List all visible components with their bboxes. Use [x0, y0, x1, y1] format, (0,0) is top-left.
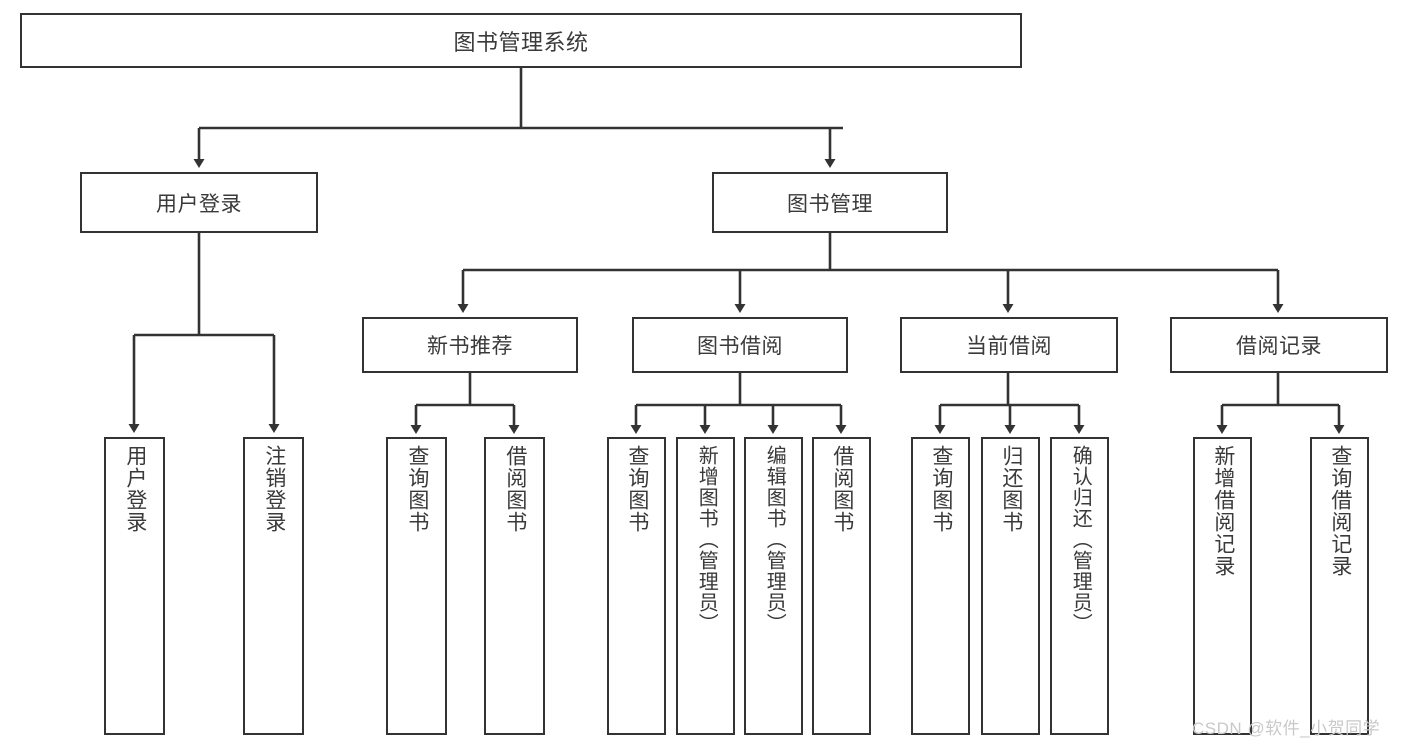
- node-borrow-records[interactable]: 借阅记录: [1170, 317, 1388, 373]
- leaf-label: 注销登录: [262, 445, 286, 533]
- node-new-book-recommend[interactable]: 新书推荐: [362, 317, 578, 373]
- leaf-logout[interactable]: 注销登录: [243, 437, 304, 735]
- leaf-label: 查询借阅记录: [1328, 445, 1352, 577]
- leaf-borrow-book[interactable]: 借阅图书: [812, 437, 871, 735]
- leaf-label: 归还图书: [999, 445, 1023, 533]
- leaf-confirm-return-admin[interactable]: 确认归还（管理员）: [1050, 437, 1109, 735]
- leaf-borrow-book-newbook[interactable]: 借阅图书: [484, 437, 545, 735]
- leaf-user-login[interactable]: 用户登录: [104, 437, 165, 735]
- node-book-management[interactable]: 图书管理: [712, 172, 948, 233]
- leaf-label: 借阅图书: [503, 445, 527, 533]
- node-user-login[interactable]: 用户登录: [80, 172, 318, 233]
- leaf-label: 新增借阅记录: [1211, 445, 1235, 577]
- leaf-query-book-current[interactable]: 查询图书: [911, 437, 970, 735]
- leaf-label: 借阅图书: [830, 445, 854, 533]
- leaf-add-book-admin[interactable]: 新增图书（管理员）: [676, 437, 735, 735]
- leaf-query-borrow-record[interactable]: 查询借阅记录: [1310, 437, 1369, 735]
- leaf-label: 编辑图书（管理员）: [763, 445, 786, 634]
- node-root[interactable]: 图书管理系统: [20, 13, 1022, 68]
- leaf-add-borrow-record[interactable]: 新增借阅记录: [1193, 437, 1252, 735]
- watermark: CSDN @软件_小贺同学: [1192, 719, 1381, 738]
- leaf-label: 查询图书: [625, 445, 649, 533]
- leaf-label: 新增图书（管理员）: [695, 445, 718, 634]
- leaf-label: 用户登录: [123, 445, 147, 533]
- leaf-query-book-newbook[interactable]: 查询图书: [386, 437, 447, 735]
- leaf-query-book-borrow[interactable]: 查询图书: [607, 437, 666, 735]
- leaf-label: 确认归还（管理员）: [1069, 445, 1092, 634]
- leaf-edit-book-admin[interactable]: 编辑图书（管理员）: [744, 437, 803, 735]
- leaf-return-book[interactable]: 归还图书: [981, 437, 1040, 735]
- node-book-borrow[interactable]: 图书借阅: [632, 317, 848, 373]
- leaf-label: 查询图书: [405, 445, 429, 533]
- leaf-label: 查询图书: [929, 445, 953, 533]
- node-current-borrow[interactable]: 当前借阅: [900, 317, 1118, 373]
